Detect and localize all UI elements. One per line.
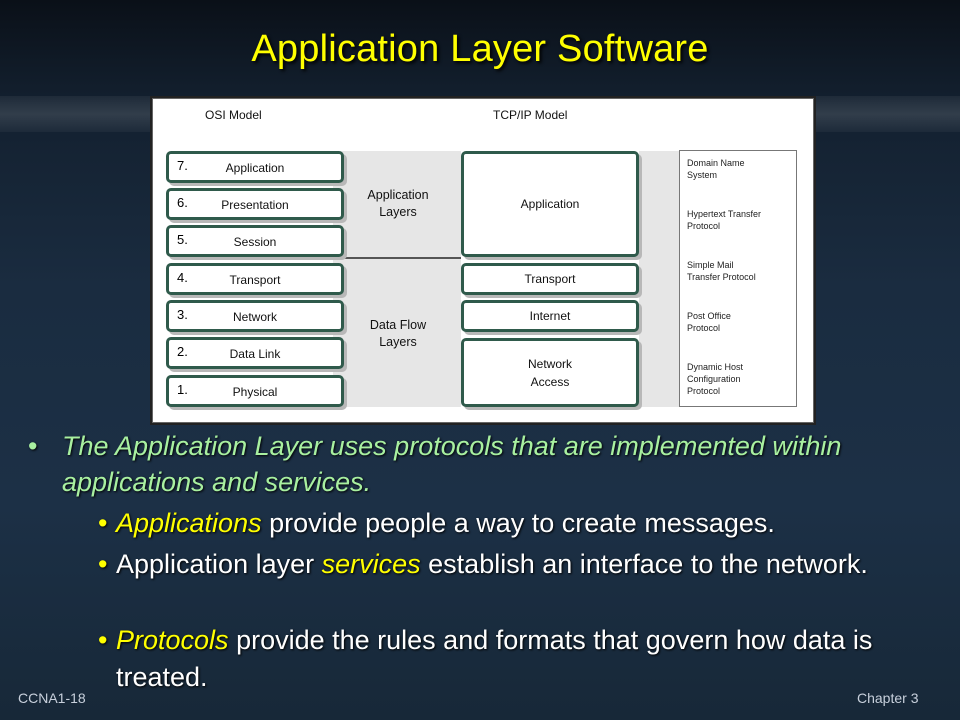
layer-name: Physical xyxy=(232,385,278,399)
osi-layer-physical: 1. Physical xyxy=(166,375,344,407)
connector-background xyxy=(639,151,679,407)
osi-model-header: OSI Model xyxy=(205,108,262,122)
bullet-marker: • xyxy=(98,625,108,655)
osi-tcpip-diagram: OSI Model TCP/IP Model 7. Application 6.… xyxy=(152,98,814,423)
footer-course-code: CCNA1-18 xyxy=(18,690,86,706)
bullet-protocols: Protocols provide the rules and formats … xyxy=(116,622,926,696)
protocol-dhcp: Dynamic Host Configuration Protocol xyxy=(687,361,793,397)
layer-name: Session xyxy=(233,235,277,249)
protocol-line: Domain Name xyxy=(687,158,745,168)
tcpip-layer-line: Access xyxy=(530,374,570,389)
tcpip-layer-line: Network xyxy=(527,356,572,371)
protocol-line: Post Office xyxy=(687,311,731,321)
layer-number: 1. xyxy=(177,382,188,397)
group-label-line: Data Flow xyxy=(369,318,427,332)
protocol-line: System xyxy=(687,170,718,180)
highlight-term: Applications xyxy=(116,508,262,538)
layer-name: Application xyxy=(225,161,285,175)
osi-layer-transport: 4. Transport xyxy=(166,263,344,295)
bullet-marker: • xyxy=(98,549,108,579)
layer-number: 2. xyxy=(177,344,188,359)
tcpip-layer-internet: Internet xyxy=(461,300,639,332)
protocol-line: Configuration xyxy=(687,374,741,384)
protocol-line: Transfer Protocol xyxy=(687,272,756,282)
tcpip-layer-line: Application xyxy=(520,197,580,211)
slide-title: Application Layer Software xyxy=(251,28,709,70)
layer-name: Presentation xyxy=(221,198,289,212)
group-label-application-layers: Application Layers xyxy=(343,187,453,221)
osi-layer-application: 7. Application xyxy=(166,151,344,183)
group-divider xyxy=(333,257,461,259)
group-label-line: Application xyxy=(367,188,429,202)
layer-number: 5. xyxy=(177,232,188,247)
group-label-line: Layers xyxy=(379,335,417,349)
layer-name: Transport xyxy=(229,273,281,287)
tcpip-layer-line: Internet xyxy=(529,309,571,323)
highlight-term: Protocols xyxy=(116,625,229,655)
bullet-applications: Applications provide people a way to cre… xyxy=(116,505,926,542)
osi-layer-data-link: 2. Data Link xyxy=(166,337,344,369)
protocol-line: Simple Mail xyxy=(687,260,734,270)
layer-number: 6. xyxy=(177,195,188,210)
layer-name: Network xyxy=(232,310,277,324)
bullet-marker: • xyxy=(28,431,38,461)
osi-layer-session: 5. Session xyxy=(166,225,344,257)
bullet-text: provide the rules and formats that gover… xyxy=(116,625,873,692)
group-label-line: Layers xyxy=(379,205,417,219)
footer-chapter: Chapter 3 xyxy=(857,690,919,706)
protocol-pop: Post Office Protocol xyxy=(687,310,793,334)
bullet-text: establish an interface to the network. xyxy=(420,549,868,579)
tcpip-layer-network-access: Network Access xyxy=(461,338,639,407)
bullet-text: provide people a way to create messages. xyxy=(261,508,775,538)
layer-number: 4. xyxy=(177,270,188,285)
protocol-dns: Domain Name System xyxy=(687,157,793,181)
tcpip-layer-application: Application xyxy=(461,151,639,257)
highlight-term: services xyxy=(321,549,421,579)
protocol-line: Protocol xyxy=(687,386,721,396)
protocol-http: Hypertext Transfer Protocol xyxy=(687,208,793,232)
protocol-line: Protocol xyxy=(687,221,721,231)
osi-layer-network: 3. Network xyxy=(166,300,344,332)
bullet-marker: • xyxy=(98,508,108,538)
protocol-line: Hypertext Transfer xyxy=(687,209,762,219)
bullet-text: Application layer xyxy=(116,549,322,579)
group-background xyxy=(333,151,461,407)
protocol-line: Protocol xyxy=(687,323,721,333)
protocols-panel: Domain Name System Hypertext Transfer Pr… xyxy=(679,150,797,407)
protocol-smtp: Simple Mail Transfer Protocol xyxy=(687,259,793,283)
tcpip-layer-line: Transport xyxy=(524,272,576,286)
layer-name: Data Link xyxy=(229,347,281,361)
tcpip-model-header: TCP/IP Model xyxy=(493,108,568,122)
bullet-main: The Application Layer uses protocols tha… xyxy=(62,431,842,497)
bullet-services: Application layer services establish an … xyxy=(116,546,926,583)
layer-number: 7. xyxy=(177,158,188,173)
protocol-line: Dynamic Host xyxy=(687,362,744,372)
tcpip-layer-transport: Transport xyxy=(461,263,639,295)
layer-number: 3. xyxy=(177,307,188,322)
osi-layer-presentation: 6. Presentation xyxy=(166,188,344,220)
group-label-data-flow-layers: Data Flow Layers xyxy=(343,317,453,351)
